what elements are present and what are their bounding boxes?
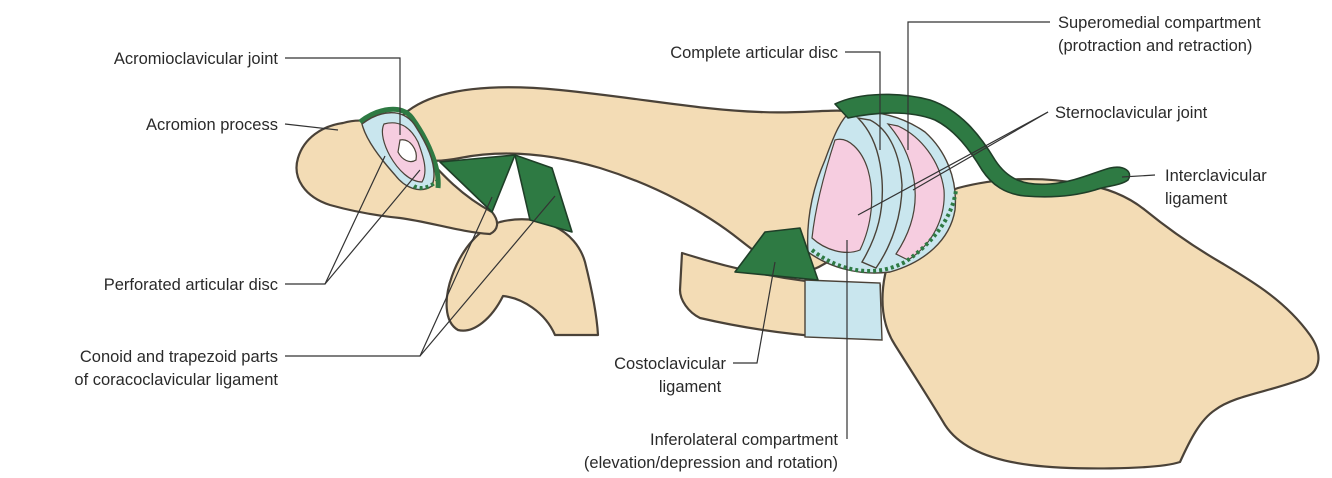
label-costoclavicular-line2: ligament — [659, 378, 722, 396]
label-acromion-process: Acromion process — [146, 116, 278, 134]
leader-superomedial — [908, 22, 1050, 150]
label-sternoclavicular-joint: Sternoclavicular joint — [1055, 104, 1208, 122]
label-superomedial-line2: (protraction and retraction) — [1058, 37, 1252, 55]
label-acromioclavicular-joint: Acromioclavicular joint — [114, 50, 279, 68]
label-inferolateral-line2: (elevation/depression and rotation) — [584, 454, 838, 472]
label-interclavicular-line2: ligament — [1165, 190, 1228, 208]
label-perforated-disc: Perforated articular disc — [104, 276, 278, 294]
label-interclavicular-line1: Interclavicular — [1165, 167, 1267, 185]
coracoid-process — [447, 219, 598, 335]
costal-cartilage — [805, 280, 882, 340]
label-conoid-trapezoid-line1: Conoid and trapezoid parts — [80, 348, 278, 366]
label-complete-disc: Complete articular disc — [670, 44, 838, 62]
label-superomedial-line1: Superomedial compartment — [1058, 14, 1261, 32]
label-inferolateral-line1: Inferolateral compartment — [650, 431, 838, 449]
label-conoid-trapezoid-line2: of coracoclavicular ligament — [74, 371, 278, 389]
label-costoclavicular-line1: Costoclavicular — [614, 355, 726, 373]
